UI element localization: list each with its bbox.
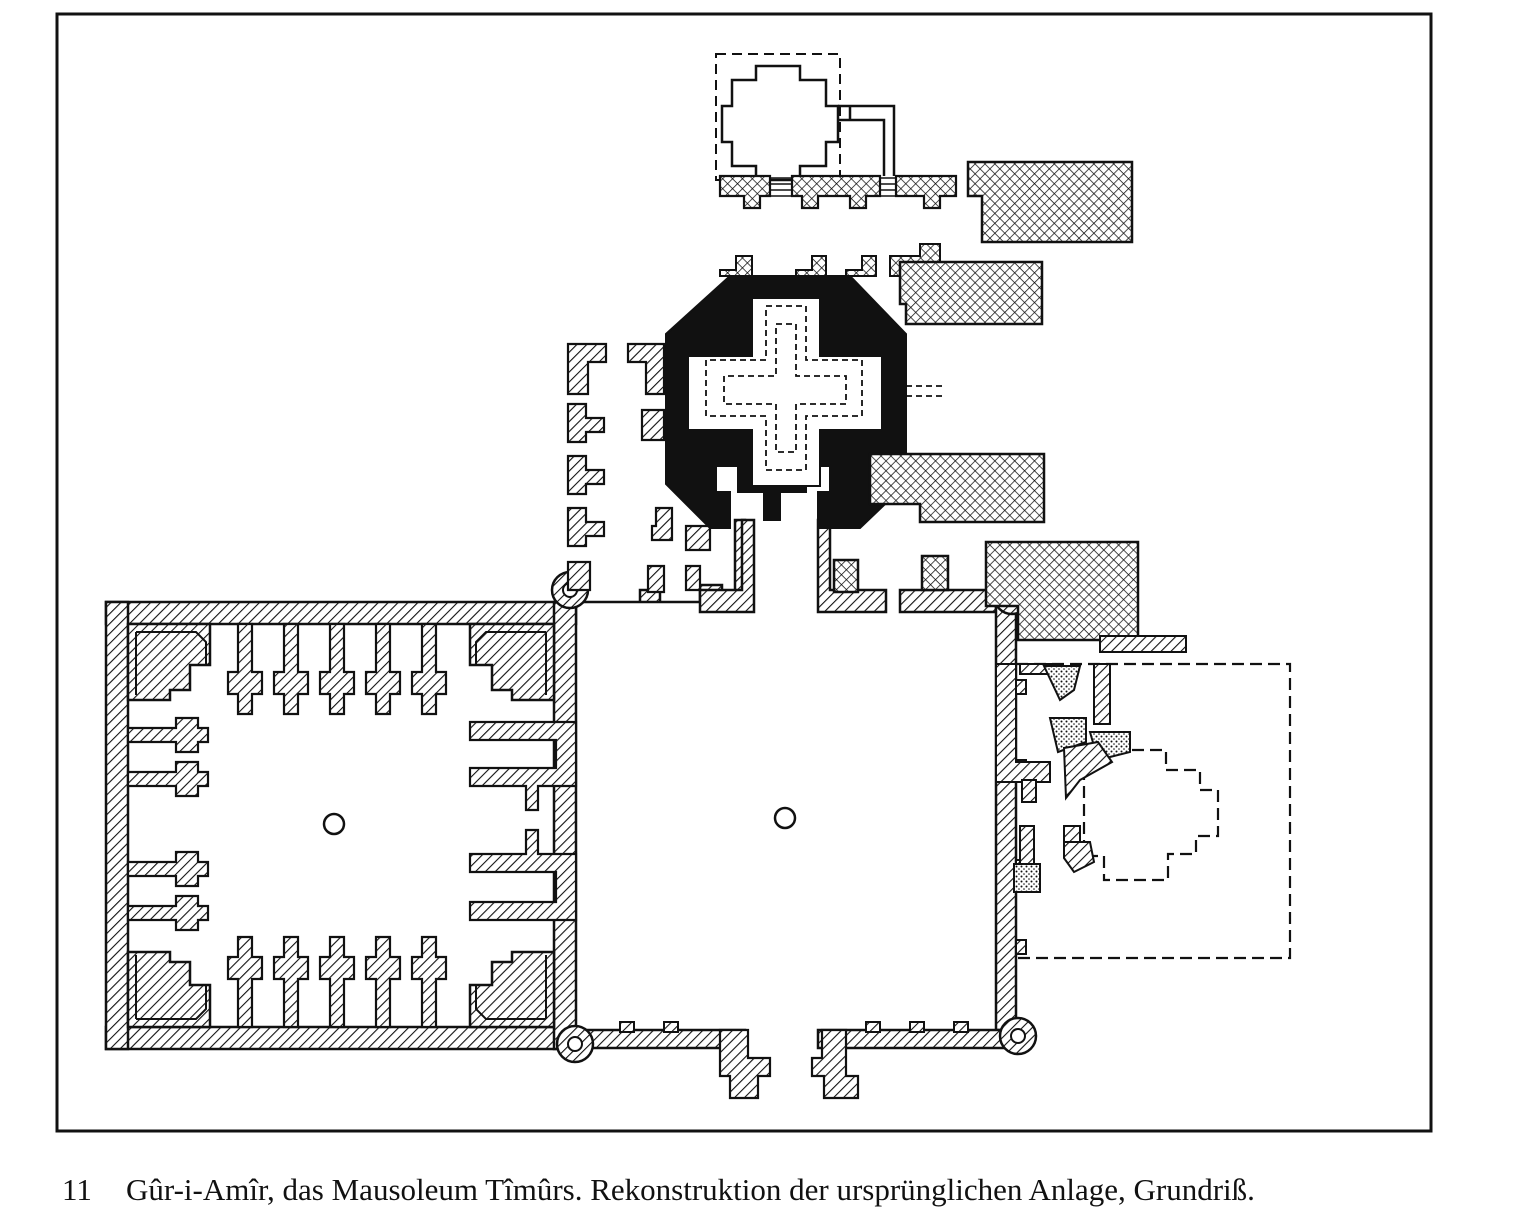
west-gallery-piers (566, 342, 712, 594)
east-crosshatch-additions (832, 160, 1140, 642)
east-diagonal-strip (1099, 635, 1187, 653)
bottom-cell-partitions (226, 935, 448, 1029)
east-annex-dashed (1016, 662, 1292, 960)
south-portal (718, 1028, 860, 1100)
north-annex-chamber (720, 64, 840, 182)
figure-caption: 11 Gûr-i-Amîr, das Mausoleum Tîmûrs. Reko… (62, 1170, 1522, 1210)
figure-caption-text: Gûr-i-Amîr, das Mausoleum Tîmûrs. Rekons… (126, 1172, 1255, 1207)
north-annex-wall (718, 174, 958, 210)
top-cell-partitions (226, 622, 448, 716)
figure-frame (55, 12, 1433, 1133)
figure-number: 11 (62, 1172, 92, 1207)
central-courtyard-walls (574, 518, 1018, 1050)
mausoleum-inner-cross (687, 297, 883, 487)
north-annex-corridor (838, 104, 896, 176)
east-annex-stipple-fill (1013, 665, 1131, 893)
corner-chamber-outlines (135, 631, 547, 1020)
mausoleum-crypt-dashed (705, 305, 944, 471)
right-iwan-walls (468, 720, 578, 922)
central-court-center-marker (773, 806, 797, 830)
left-court-center-marker (322, 812, 346, 836)
north-annex-steps (770, 177, 896, 197)
left-courtyard-walls (104, 600, 578, 1051)
east-annex-diag-fill (1062, 740, 1114, 874)
left-cell-partitions (126, 716, 210, 932)
central-wall-buttresses (619, 679, 1027, 1033)
